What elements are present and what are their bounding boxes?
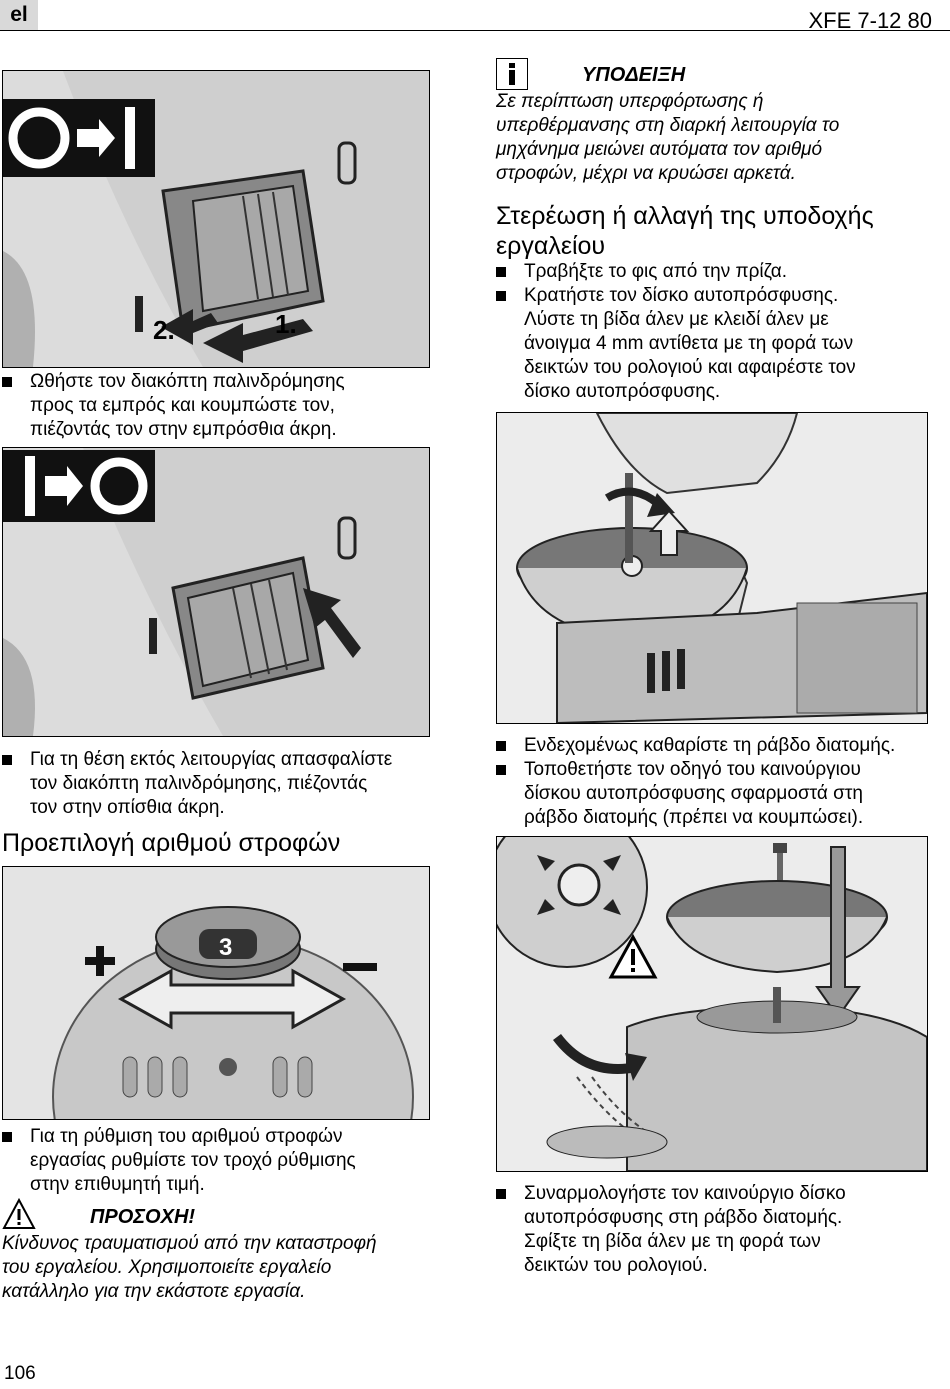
header-divider [0, 30, 950, 31]
info-icon [496, 58, 528, 90]
bullet-remove-pad: Κρατήστε τον δίσκο αυτοπρόσφυσης. Λύστε … [496, 284, 936, 406]
bullet-square [496, 1189, 506, 1199]
bullet-square [2, 377, 12, 387]
figure-fit-pad [496, 836, 928, 1172]
bullet-text: Συναρμολογήστε τον καινούργιο δίσκο αυτο… [524, 1183, 846, 1276]
caution-title: ΠΡΟΣΟΧΗ! [90, 1206, 196, 1228]
bullet-text: Τραβήξτε το φις από την πρίζα. [524, 261, 788, 282]
bullet-square [496, 267, 506, 277]
bullet-text: Τοποθετήστε τον οδηγό του καινούργιου δί… [524, 759, 864, 828]
bullet-square [496, 291, 506, 301]
figure-switch-off [2, 447, 430, 737]
fig1-label-1: 1. [275, 309, 297, 339]
caution-text: Κίνδυνος τραυματισμού από την καταστροφή… [2, 1233, 377, 1302]
bullet-switch-off: Για τη θέση εκτός λειτουργίας απασφαλίστ… [2, 748, 442, 822]
bullet-mount-pad: Συναρμολογήστε τον καινούργιο δίσκο αυτο… [496, 1182, 936, 1280]
bullet-switch-forward: Ωθήστε τον διακόπτη παλινδρόμησης προς τ… [2, 370, 432, 444]
fig3-wheel-number: 3 [219, 934, 232, 961]
bullet-text: Για τη θέση εκτός λειτουργίας απασφαλίστ… [30, 749, 393, 818]
bullet-square [496, 765, 506, 775]
bullet-speed-setting: Για τη ρύθμιση του αριθμού στροφών εργασ… [2, 1125, 442, 1199]
bullet-text: Κρατήστε τον δίσκο αυτοπρόσφυσης. Λύστε … [524, 285, 856, 402]
warning-triangle-icon [2, 1197, 36, 1230]
bullet-text: Για τη ρύθμιση του αριθμού στροφών εργασ… [30, 1126, 356, 1195]
bullet-text: Ενδεχομένως καθαρίστε τη ράβδο διατομής. [524, 735, 896, 756]
bullet-square [496, 741, 506, 751]
bullet-square [2, 755, 12, 765]
heading-speed-preselection: Προεπιλογή αριθμού στροφών [2, 829, 341, 857]
fig1-label-2: 2. [153, 315, 175, 345]
bullet-text: Ωθήστε τον διακόπτη παλινδρόμησης προς τ… [30, 371, 345, 440]
figure-remove-pad [496, 412, 928, 724]
heading-tool-holder: Στερέωση ή αλλαγή της υποδοχής εργαλείου [496, 202, 874, 260]
bullet-unplug: Τραβήξτε το φις από την πρίζα. [496, 260, 936, 284]
figure-switch-forward: 2. 1. [2, 70, 430, 368]
bullet-fit-new-pad: Τοποθετήστε τον οδηγό του καινούργιου δί… [496, 758, 936, 832]
note-title: ΥΠΟΔΕΙΞΗ [582, 64, 686, 86]
bullet-square [2, 1132, 12, 1142]
figure-speed-wheel: 3 [2, 866, 430, 1120]
bullet-clean-spindle: Ενδεχομένως καθαρίστε τη ράβδο διατομής. [496, 734, 950, 758]
language-badge: el [0, 0, 38, 30]
page-number: 106 [4, 1363, 36, 1384]
note-text: Σε περίπτωση υπερφόρτωσης ή υπερθέρμανση… [496, 91, 840, 184]
model-name: XFE 7-12 80 [808, 8, 932, 33]
